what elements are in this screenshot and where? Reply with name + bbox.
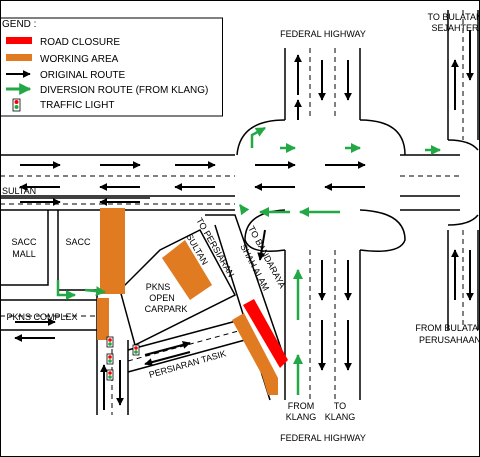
legend-diversion-route: DIVERSION ROUTE (FROM KLANG) — [40, 85, 208, 96]
legend-traffic-light: TRAFFIC LIGHT — [40, 100, 114, 111]
legend-working-area: WORKING AREA — [40, 54, 119, 65]
traffic-light-icon — [132, 344, 140, 356]
label-to-bulatan-2: SEJAHTERA — [431, 23, 480, 33]
working-area-4 — [232, 313, 278, 395]
working-area-2 — [97, 298, 109, 340]
label-sacc-mall-2: MALL — [12, 249, 36, 259]
legend-original-route: ORIGINAL ROUTE — [40, 70, 126, 81]
traffic-lights — [106, 336, 140, 381]
label-to-klang-1: TO — [334, 401, 346, 411]
label-pkns-complex: PKNS COMPLEX — [6, 312, 77, 322]
working-areas — [97, 208, 278, 395]
traffic-light-icon — [106, 353, 114, 365]
label-federal-highway-bottom: FEDERAL HIGHWAY — [280, 433, 366, 443]
original-route-arrows — [14, 30, 474, 410]
label-from-klang-2: KLANG — [286, 412, 317, 422]
label-federal-highway-top: FEDERAL HIGHWAY — [280, 29, 366, 39]
label-from-bulatan-1: FROM BULATAN — [415, 323, 480, 333]
label-pkns-2: OPEN — [149, 293, 175, 303]
legend-title: GEND : — [2, 19, 36, 30]
diversion-route-arrows — [56, 126, 441, 395]
label-to-bulatan-1: TO BULATAN — [427, 12, 480, 22]
label-from-klang-1: FROM — [288, 401, 315, 411]
traffic-light-icon — [12, 98, 21, 112]
road-closure-swatch — [6, 37, 32, 44]
working-area-1 — [100, 208, 125, 294]
label-from-bulatan-2: PERUSAHAAN — [419, 335, 480, 345]
working-area-swatch — [6, 54, 32, 61]
legend: GEND : ROAD CLOSURE WORKING AREA ORIGINA… — [0, 17, 223, 117]
label-sacc: SACC — [65, 237, 91, 247]
legend-box — [0, 17, 223, 117]
label-sultan: SULTAN — [2, 186, 36, 196]
legend-road-closure: ROAD CLOSURE — [40, 37, 120, 48]
label-to-klang-2: KLANG — [325, 412, 356, 422]
traffic-light-icon — [106, 336, 114, 348]
traffic-light-icon — [106, 369, 114, 381]
label-pkns-1: PKNS — [146, 282, 171, 292]
road-closure-area — [243, 299, 288, 368]
label-pkns-3: CARPARK — [145, 304, 188, 314]
lane-dividers — [0, 10, 464, 415]
label-sacc-mall-1: SACC — [11, 237, 37, 247]
working-area-3 — [162, 240, 212, 300]
